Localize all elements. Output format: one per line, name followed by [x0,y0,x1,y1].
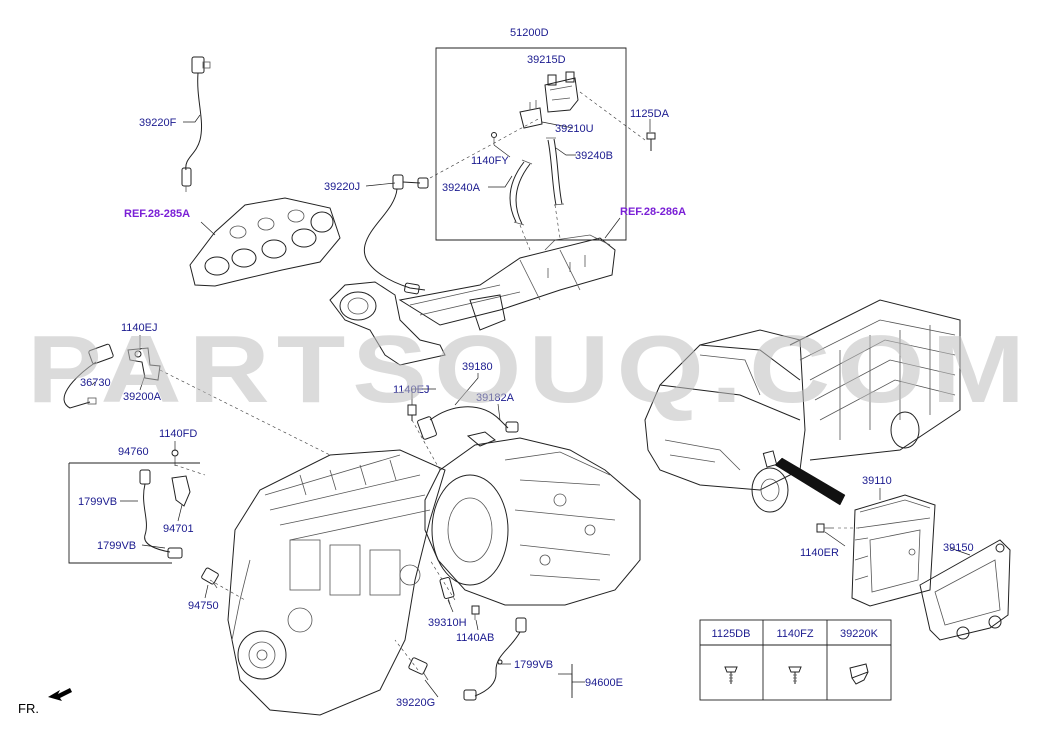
bolt-1125da-drawing [646,132,656,151]
ecu-39110-drawing [851,494,936,607]
bolt-1125db-icon [724,666,738,684]
sensor-94600e-drawing [463,617,527,701]
label-1140ej-left[interactable]: 1140EJ [121,322,158,334]
label-1125da[interactable]: 1125DA [630,108,670,120]
label-94750[interactable]: 94750 [188,600,219,612]
engine-block-drawing [227,449,446,716]
watermark: PARTSOUQ.COM [27,316,1032,423]
label-94600e[interactable]: 94600E [585,677,623,689]
label-39180[interactable]: 39180 [462,361,493,373]
sensor-39220g-drawing [408,657,429,681]
exhaust-manifold-drawing [189,197,341,287]
label-1140ej-center[interactable]: 1140EJ [393,384,430,396]
label-39240b[interactable]: 39240B [575,150,613,162]
label-51200d[interactable]: 51200D [510,27,549,39]
label-94760[interactable]: 94760 [118,446,149,458]
label-36730[interactable]: 36730 [80,377,111,389]
clip-39220k-icon [849,663,869,685]
label-39200a[interactable]: 39200A [123,391,162,403]
label-1799vb-right[interactable]: 1799VB [514,659,553,671]
label-39220g[interactable]: 39220G [396,697,435,709]
table-header-39220k: 39220K [840,628,879,640]
label-39220j[interactable]: 39220J [324,181,360,193]
label-39240a[interactable]: 39240A [442,182,481,194]
table-header-1125db: 1125DB [712,628,751,640]
label-1140ab[interactable]: 1140AB [456,632,494,644]
leader-lines [91,114,971,698]
sensor-94760-drawing [139,449,191,559]
ref-label-28-285a[interactable]: REF.28-285A [124,208,190,220]
label-1799vb-middle[interactable]: 1799VB [97,540,136,552]
dpf-sensor-bracket-drawing [491,71,579,145]
label-94701[interactable]: 94701 [163,523,194,535]
ecu-bracket-39150-drawing [919,539,1011,641]
o2-sensor-39220j-drawing [363,174,429,295]
table-header-1140fz: 1140FZ [776,628,813,640]
label-39220f[interactable]: 39220F [139,117,177,129]
ref-label-28-286a[interactable]: REF.28-286A [620,206,686,218]
label-39215d[interactable]: 39215D [527,54,566,66]
label-39110[interactable]: 39110 [862,475,892,487]
group-box-51200d [435,47,627,241]
sensor-94750-drawing [201,567,219,589]
o2-sensor-39220f-drawing [181,56,211,192]
fr-label: FR. [18,701,39,716]
pressure-hose-39240b-drawing [546,137,565,206]
label-1140er[interactable]: 1140ER [800,547,839,559]
label-1140fy[interactable]: 1140FY [471,155,509,167]
label-39182a[interactable]: 39182A [476,392,515,404]
label-39310h[interactable]: 39310H [428,617,467,629]
fr-arrow-icon [48,688,72,701]
label-1799vb-top[interactable]: 1799VB [78,496,117,508]
part-labels: 51200D 39215D 1125DA 39210U 1140FY 39240… [78,27,974,709]
group-box-94760 [68,462,200,564]
label-39210u[interactable]: 39210U [555,123,594,135]
bolt-1140er-drawing [816,523,834,533]
transmission-drawing [424,437,641,606]
bracket-39200a-drawing [127,347,161,381]
sensor-39310h-drawing [439,576,480,620]
label-39150[interactable]: 39150 [943,542,974,554]
orientation-indicator: FR. [18,688,72,716]
reference-lines [159,91,860,671]
label-1140fd[interactable]: 1140FD [159,428,197,440]
sensor-36730-drawing [63,343,114,409]
fastener-table: 1125DB 1140FZ 39220K [699,619,892,701]
truck-drawing [644,299,961,513]
bolt-1140fz-icon [788,666,802,684]
pressure-hose-39240a-drawing [509,159,533,226]
sensor-39180-drawing [407,404,519,447]
